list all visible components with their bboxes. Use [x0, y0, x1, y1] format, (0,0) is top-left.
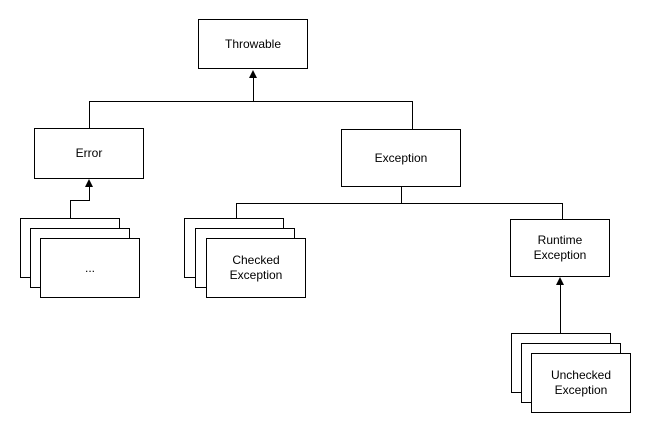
- stack-error-subclasses-label: ...: [84, 260, 95, 275]
- stack-sheet-front: Unchecked Exception: [531, 353, 631, 413]
- edge-drop-to-error: [89, 102, 90, 128]
- arrowhead-into-throwable: [249, 70, 257, 78]
- stack-sheet-front: Checked Exception: [206, 238, 306, 298]
- stack-unchecked-exception-label: Unchecked Exception: [550, 368, 612, 397]
- edge-splitter-exception-children: [236, 203, 563, 204]
- edge-stem-from-exception: [401, 187, 402, 203]
- node-throwable-label: Throwable: [224, 36, 282, 51]
- edge-splitter-throwable-children: [89, 101, 413, 102]
- edge-error-stack-bend: [70, 200, 90, 201]
- node-error: Error: [34, 128, 144, 179]
- arrowhead-into-runtime-exception: [556, 277, 564, 285]
- edge-error-stack-vertical-lower: [70, 201, 71, 218]
- stack-checked-exception-label: Checked Exception: [229, 253, 283, 282]
- edge-stem-to-throwable: [253, 77, 254, 101]
- node-runtime-exception-label: Runtime Exception: [533, 233, 587, 262]
- node-exception-label: Exception: [374, 150, 428, 165]
- edge-unchecked-stack-vertical: [560, 285, 561, 333]
- arrowhead-into-error: [85, 179, 93, 187]
- edge-drop-to-checked-stack: [236, 204, 237, 218]
- node-runtime-exception: Runtime Exception: [510, 219, 610, 277]
- edge-error-stack-vertical-upper: [89, 187, 90, 200]
- stack-sheet-front: ...: [40, 238, 140, 298]
- edge-drop-to-exception: [412, 102, 413, 129]
- edge-drop-to-runtime-exception: [562, 204, 563, 219]
- node-throwable: Throwable: [198, 19, 308, 69]
- node-error-label: Error: [75, 146, 103, 160]
- node-exception: Exception: [341, 129, 461, 187]
